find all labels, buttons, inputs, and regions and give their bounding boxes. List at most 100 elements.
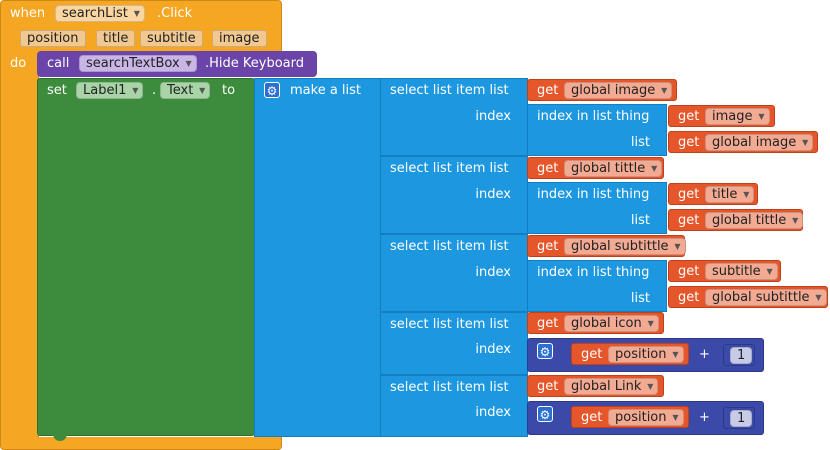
dropdown-arrow-icon: ▼ xyxy=(766,267,773,276)
dropdown-arrow-icon: ▼ xyxy=(647,319,654,328)
gear-icon[interactable]: ⚙ xyxy=(537,343,553,359)
list-label: list xyxy=(630,135,650,150)
call-label: call xyxy=(47,56,70,71)
variable-dropdown[interactable]: global image▼ xyxy=(705,134,814,151)
call-method: .Hide Keyboard xyxy=(205,56,305,71)
dropdown-arrow-icon: ▼ xyxy=(815,293,822,302)
select-list-item-block[interactable]: select list item list index xyxy=(380,312,528,375)
select-list-item-label: select list item list xyxy=(390,317,509,332)
dropdown-arrow-icon: ▼ xyxy=(672,413,679,422)
plus-label: + xyxy=(699,410,710,425)
index-label: index xyxy=(475,187,511,202)
get-label: get xyxy=(678,187,700,202)
variable-dropdown[interactable]: global tittle▼ xyxy=(705,212,804,229)
call-hide-keyboard-block[interactable]: call searchTextBox▼ .Hide Keyboard xyxy=(37,51,317,77)
dropdown-arrow-icon: ▼ xyxy=(132,86,139,95)
get-global-icon-block[interactable]: get global icon▼ xyxy=(527,312,664,334)
variable-dropdown[interactable]: global subtittle▼ xyxy=(564,238,686,255)
select-list-item-label: select list item list xyxy=(390,161,509,176)
variable-dropdown[interactable]: global Link▼ xyxy=(564,378,659,395)
index-in-list-label: index in list thing xyxy=(537,109,650,124)
param-image[interactable]: image xyxy=(212,30,267,47)
variable-dropdown[interactable]: global icon▼ xyxy=(564,315,659,332)
dropdown-arrow-icon: ▼ xyxy=(133,9,140,18)
dropdown-arrow-icon: ▼ xyxy=(674,242,681,251)
get-position-block[interactable]: get position▼ xyxy=(571,406,689,428)
get-title-block[interactable]: get title▼ xyxy=(668,183,758,205)
param-title[interactable]: title xyxy=(96,30,136,47)
get-global-subtittle-block[interactable]: get global subtittle▼ xyxy=(668,286,828,308)
get-position-block[interactable]: get position▼ xyxy=(571,343,689,365)
dropdown-arrow-icon: ▼ xyxy=(185,59,192,68)
dropdown-arrow-icon: ▼ xyxy=(199,86,206,95)
param-subtitle[interactable]: subtitle xyxy=(140,30,203,47)
index-in-list-block[interactable]: index in list thing list xyxy=(527,260,667,312)
get-image-block[interactable]: get image▼ xyxy=(668,105,775,127)
set-block-bottom-notch xyxy=(53,434,67,441)
do-label: do xyxy=(10,56,27,71)
variable-dropdown[interactable]: position▼ xyxy=(608,346,684,363)
get-global-tittle-block[interactable]: get global tittle▼ xyxy=(527,157,664,179)
param-position[interactable]: position xyxy=(20,30,86,47)
select-list-item-block[interactable]: select list item list index xyxy=(380,156,528,234)
get-label: get xyxy=(581,410,603,425)
get-global-subtittle-block[interactable]: get global subtittle▼ xyxy=(527,235,686,257)
gear-icon[interactable]: ⚙ xyxy=(537,406,553,422)
get-global-tittle-block[interactable]: get global tittle▼ xyxy=(668,209,804,231)
set-label-text-block[interactable]: set Label1▼ . Text▼ to xyxy=(37,78,255,436)
variable-dropdown[interactable]: position▼ xyxy=(608,409,684,426)
make-a-list-block[interactable]: ⚙ make a list xyxy=(254,78,381,437)
dropdown-arrow-icon: ▼ xyxy=(802,138,809,147)
set-label: set xyxy=(47,83,67,98)
index-label: index xyxy=(475,405,511,420)
call-component-dropdown[interactable]: searchTextBox▼ xyxy=(79,55,197,72)
set-property-dropdown[interactable]: Text▼ xyxy=(160,82,211,99)
gear-icon[interactable]: ⚙ xyxy=(264,82,280,98)
select-list-item-label: select list item list xyxy=(390,239,509,254)
get-label: get xyxy=(537,83,559,98)
list-label: list xyxy=(630,213,650,228)
get-label: get xyxy=(537,239,559,254)
index-in-list-block[interactable]: index in list thing list xyxy=(527,182,667,234)
variable-dropdown[interactable]: title▼ xyxy=(705,186,755,203)
plus-label: + xyxy=(699,347,710,362)
get-global-image-block[interactable]: get global image▼ xyxy=(527,79,677,101)
index-label: index xyxy=(475,109,511,124)
number-field[interactable]: 1 xyxy=(730,347,753,364)
variable-dropdown[interactable]: global image▼ xyxy=(564,82,673,99)
make-a-list-label: make a list xyxy=(290,83,362,98)
dropdown-arrow-icon: ▼ xyxy=(651,164,658,173)
index-in-list-label: index in list thing xyxy=(537,265,650,280)
select-list-item-label: select list item list xyxy=(390,380,509,395)
event-component-dropdown[interactable]: searchList▼ xyxy=(55,5,145,22)
dropdown-arrow-icon: ▼ xyxy=(792,216,799,225)
select-list-item-block[interactable]: select list item list index xyxy=(380,234,528,312)
set-component-dropdown[interactable]: Label1▼ xyxy=(76,82,144,99)
number-block[interactable]: 1 xyxy=(723,407,755,429)
dropdown-arrow-icon: ▼ xyxy=(661,86,668,95)
get-label: get xyxy=(678,135,700,150)
dropdown-arrow-icon: ▼ xyxy=(647,382,654,391)
dropdown-arrow-icon: ▼ xyxy=(672,350,679,359)
dropdown-arrow-icon: ▼ xyxy=(758,112,765,121)
variable-dropdown[interactable]: subtitle▼ xyxy=(705,263,778,280)
variable-dropdown[interactable]: global tittle▼ xyxy=(564,160,663,177)
select-list-item-block[interactable]: select list item list index xyxy=(380,78,528,156)
get-label: get xyxy=(678,290,700,305)
select-list-item-block[interactable]: select list item list index xyxy=(380,375,528,437)
variable-dropdown[interactable]: global subtittle▼ xyxy=(705,289,827,306)
number-field[interactable]: 1 xyxy=(730,410,753,427)
get-global-link-block[interactable]: get global Link▼ xyxy=(527,375,664,397)
event-name: .Click xyxy=(157,6,193,21)
get-label: get xyxy=(678,109,700,124)
when-label: when xyxy=(10,6,46,21)
index-in-list-block[interactable]: index in list thing list xyxy=(527,104,667,156)
get-global-image-block[interactable]: get global image▼ xyxy=(668,131,818,153)
index-label: index xyxy=(475,342,511,357)
get-label: get xyxy=(678,213,700,228)
select-list-item-label: select list item list xyxy=(390,83,509,98)
number-block[interactable]: 1 xyxy=(723,344,755,366)
get-subtitle-block[interactable]: get subtitle▼ xyxy=(668,260,781,282)
variable-dropdown[interactable]: image▼ xyxy=(705,108,770,125)
get-label: get xyxy=(537,379,559,394)
